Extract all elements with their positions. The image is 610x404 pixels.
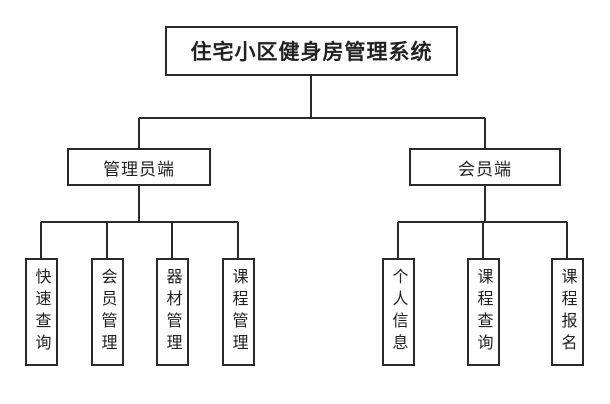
leaf-label: 个人信息 — [389, 268, 409, 356]
leaf-label: 课程报名 — [558, 268, 578, 356]
leaf-node-member-management: 会员管理 — [91, 258, 124, 366]
leaf-node-course-signup: 课程报名 — [551, 258, 584, 366]
leaf-node-personal-info: 个人信息 — [382, 258, 415, 366]
leaf-node-equipment-management: 器材管理 — [156, 258, 189, 366]
leaf-node-course-query: 课程查询 — [467, 258, 500, 366]
branch-label-member: 会员端 — [458, 159, 512, 180]
leaf-node-quick-search: 快速查询 — [25, 258, 58, 366]
leaf-label: 会员管理 — [98, 268, 118, 356]
leaf-node-course-management: 课程管理 — [222, 258, 255, 366]
leaf-label: 快速查询 — [32, 268, 52, 356]
leaf-label: 课程管理 — [229, 268, 249, 356]
root-title: 住宅小区健身房管理系统 — [190, 40, 433, 64]
root-node: 住宅小区健身房管理系统 — [165, 26, 458, 76]
leaf-label: 课程查询 — [474, 268, 494, 356]
branch-node-admin: 管理员端 — [67, 148, 211, 186]
branch-label-admin: 管理员端 — [103, 159, 175, 180]
branch-node-member: 会员端 — [409, 148, 561, 186]
leaf-label: 器材管理 — [163, 268, 183, 356]
